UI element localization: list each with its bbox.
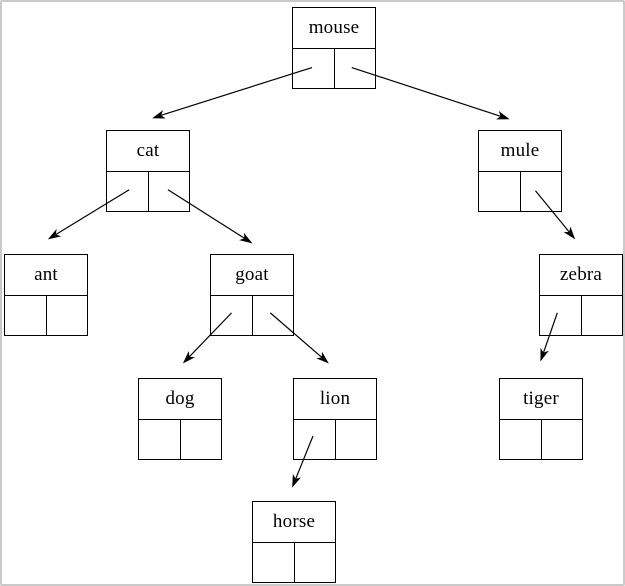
left-pointer-cell <box>253 543 295 582</box>
left-pointer-cell <box>211 296 253 335</box>
tree-node-ant: ant <box>4 254 88 336</box>
pointer-cells <box>211 295 293 335</box>
right-pointer-cell <box>582 296 623 335</box>
right-pointer-cell <box>295 543 336 582</box>
right-pointer-cell <box>253 296 294 335</box>
node-label: lion <box>319 388 351 409</box>
pointer-cells <box>139 419 221 459</box>
pointer-cells <box>107 171 189 211</box>
node-label: zebra <box>559 264 603 285</box>
tree-node-lion: lion <box>293 378 377 460</box>
node-label: tiger <box>523 388 559 409</box>
pointer-cells <box>294 419 376 459</box>
pointer-cells <box>500 419 582 459</box>
node-label: mouse <box>308 17 360 38</box>
tree-node-horse: horse <box>252 501 336 583</box>
left-pointer-cell <box>293 49 335 88</box>
tree-node-mule: mule <box>478 130 562 212</box>
tree-node-tiger: tiger <box>499 378 583 460</box>
pointer-cells <box>293 48 375 88</box>
pointer-cells <box>253 542 335 582</box>
pointer-cells <box>479 171 561 211</box>
node-label: horse <box>272 511 316 532</box>
left-pointer-cell <box>540 296 582 335</box>
tree-node-cat: cat <box>106 130 190 212</box>
tree-node-mouse: mouse <box>292 7 376 89</box>
right-pointer-cell <box>335 49 376 88</box>
tree-node-dog: dog <box>138 378 222 460</box>
node-label: goat <box>235 264 269 285</box>
node-label: cat <box>136 140 160 161</box>
right-pointer-cell <box>47 296 88 335</box>
tree-node-zebra: zebra <box>539 254 623 336</box>
left-pointer-cell <box>294 420 336 459</box>
right-pointer-cell <box>336 420 377 459</box>
left-pointer-cell <box>5 296 47 335</box>
left-pointer-cell <box>500 420 542 459</box>
node-label: ant <box>34 264 58 285</box>
pointer-cells <box>5 295 87 335</box>
left-pointer-cell <box>107 172 149 211</box>
right-pointer-cell <box>181 420 222 459</box>
right-pointer-cell <box>149 172 190 211</box>
tree-node-goat: goat <box>210 254 294 336</box>
right-pointer-cell <box>521 172 562 211</box>
right-pointer-cell <box>542 420 583 459</box>
pointer-cells <box>540 295 622 335</box>
node-label: mule <box>500 140 540 161</box>
left-pointer-cell <box>139 420 181 459</box>
left-pointer-cell <box>479 172 521 211</box>
node-label: dog <box>165 388 195 409</box>
